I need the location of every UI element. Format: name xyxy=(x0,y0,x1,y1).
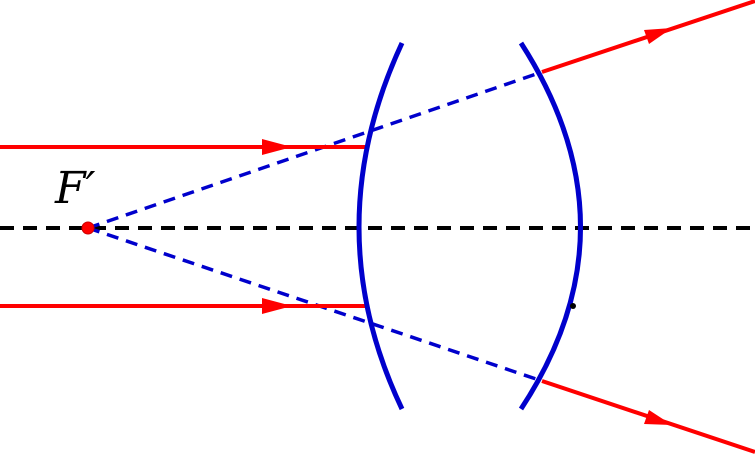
focal-point xyxy=(81,221,95,235)
outgoing-ray-upper-arrow xyxy=(644,28,672,44)
lens-right-surface xyxy=(518,41,583,411)
outgoing-ray-lower-arrow xyxy=(644,410,672,425)
construction-line-upper xyxy=(87,70,543,230)
lens-left-surface xyxy=(356,41,405,411)
focal-point-label: F′ xyxy=(54,163,96,214)
incoming-ray-lower-arrow xyxy=(262,298,292,314)
incoming-ray-upper-arrow xyxy=(262,139,292,155)
surface-marker-dot xyxy=(570,303,576,309)
